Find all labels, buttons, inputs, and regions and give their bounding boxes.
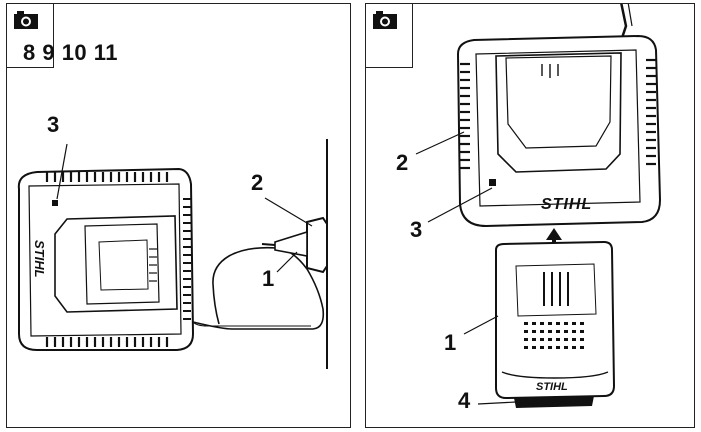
figure-reference-box [7, 4, 54, 68]
charger-body: STIHL [17, 143, 328, 351]
charger-logo: STIHL [32, 240, 47, 278]
callout-1: 1 [262, 266, 275, 291]
callout-3: 3 [47, 112, 60, 137]
charger-battery-illustration: STIHL STIHL [415, 4, 662, 408]
callout-4: 4 [458, 388, 471, 413]
figure-references: 8 9 10 11 [23, 40, 119, 65]
figure-reference-box [366, 4, 413, 68]
callout-1: 1 [444, 330, 457, 355]
charger-wall-illustration: STIHL [17, 139, 328, 369]
left-figure-panel: 8 9 10 11 [6, 3, 351, 428]
led-indicator [489, 179, 496, 186]
callout-2: 2 [251, 170, 264, 195]
battery-logo: STIHL [536, 381, 568, 393]
camera-icon [373, 11, 397, 29]
right-figure-panel: STIHL STIHL [365, 3, 695, 428]
callout-2: 2 [396, 150, 409, 175]
callout-3: 3 [410, 217, 423, 242]
led-indicator [52, 200, 58, 206]
camera-icon [14, 11, 38, 29]
charger-logo: STIHL [541, 196, 592, 213]
